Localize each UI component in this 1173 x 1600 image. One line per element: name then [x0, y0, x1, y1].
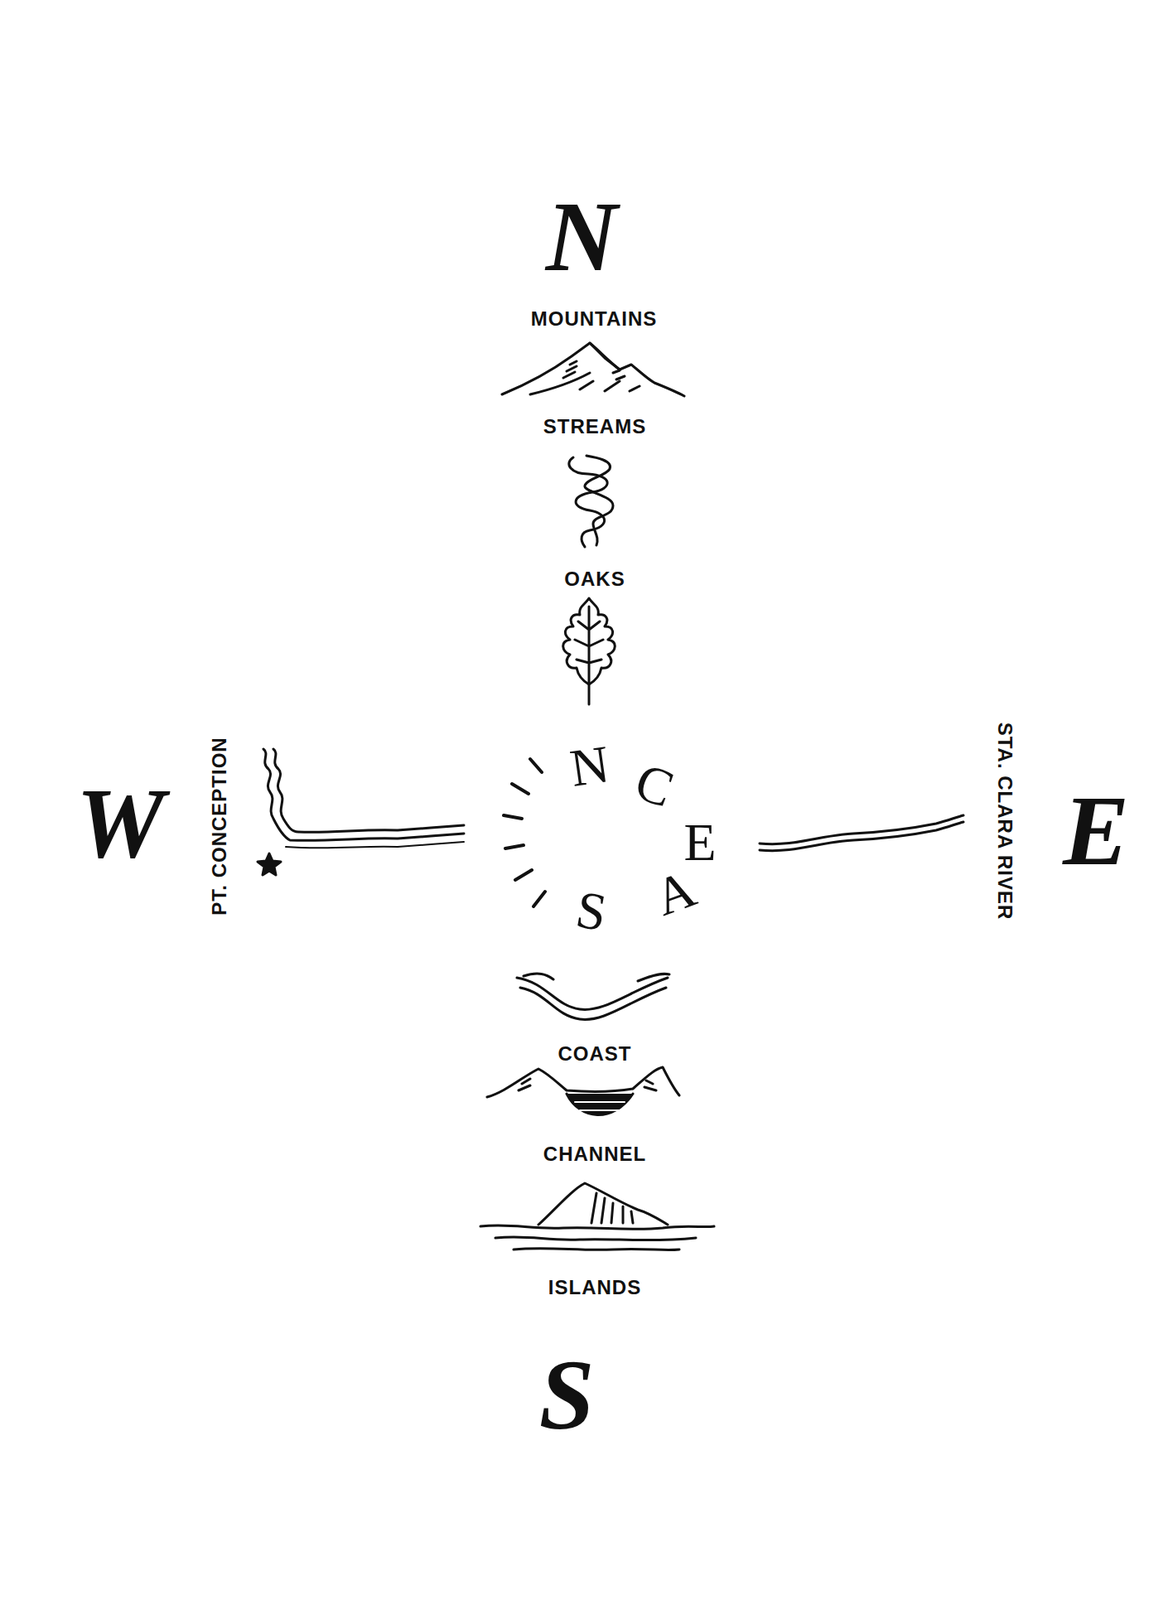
feature-label: CHANNEL	[543, 1144, 647, 1164]
oak-leaf-icon	[563, 598, 616, 705]
compass-south: S	[539, 1345, 595, 1445]
feature-label: MOUNTAINS	[530, 308, 658, 329]
feature-label: ISLANDS	[548, 1277, 642, 1298]
river-east	[759, 815, 964, 851]
center-letter: A	[647, 861, 702, 925]
center-letter: S	[572, 882, 611, 940]
compass-west: W	[76, 773, 165, 874]
place-label: STA. CLARA RIVER	[994, 722, 1015, 921]
coast-icon	[516, 973, 670, 1019]
channel-icon	[487, 1066, 680, 1116]
coastline-west	[257, 748, 464, 875]
center-letter: E	[683, 815, 716, 869]
center-letter: C	[628, 754, 681, 817]
islands-icon	[480, 1182, 715, 1251]
center-rays	[503, 758, 546, 907]
feature-label: OAKS	[564, 569, 625, 589]
center-letter: N	[567, 737, 614, 796]
place-label: PT. CONCEPTION	[209, 736, 230, 915]
streams-icon	[569, 455, 614, 547]
mountains-icon	[502, 342, 685, 396]
feature-label: COAST	[558, 1043, 633, 1064]
star	[257, 853, 281, 875]
compass-north: N	[545, 187, 618, 287]
compass-east: E	[1062, 781, 1130, 881]
feature-label: STREAMS	[543, 416, 647, 437]
